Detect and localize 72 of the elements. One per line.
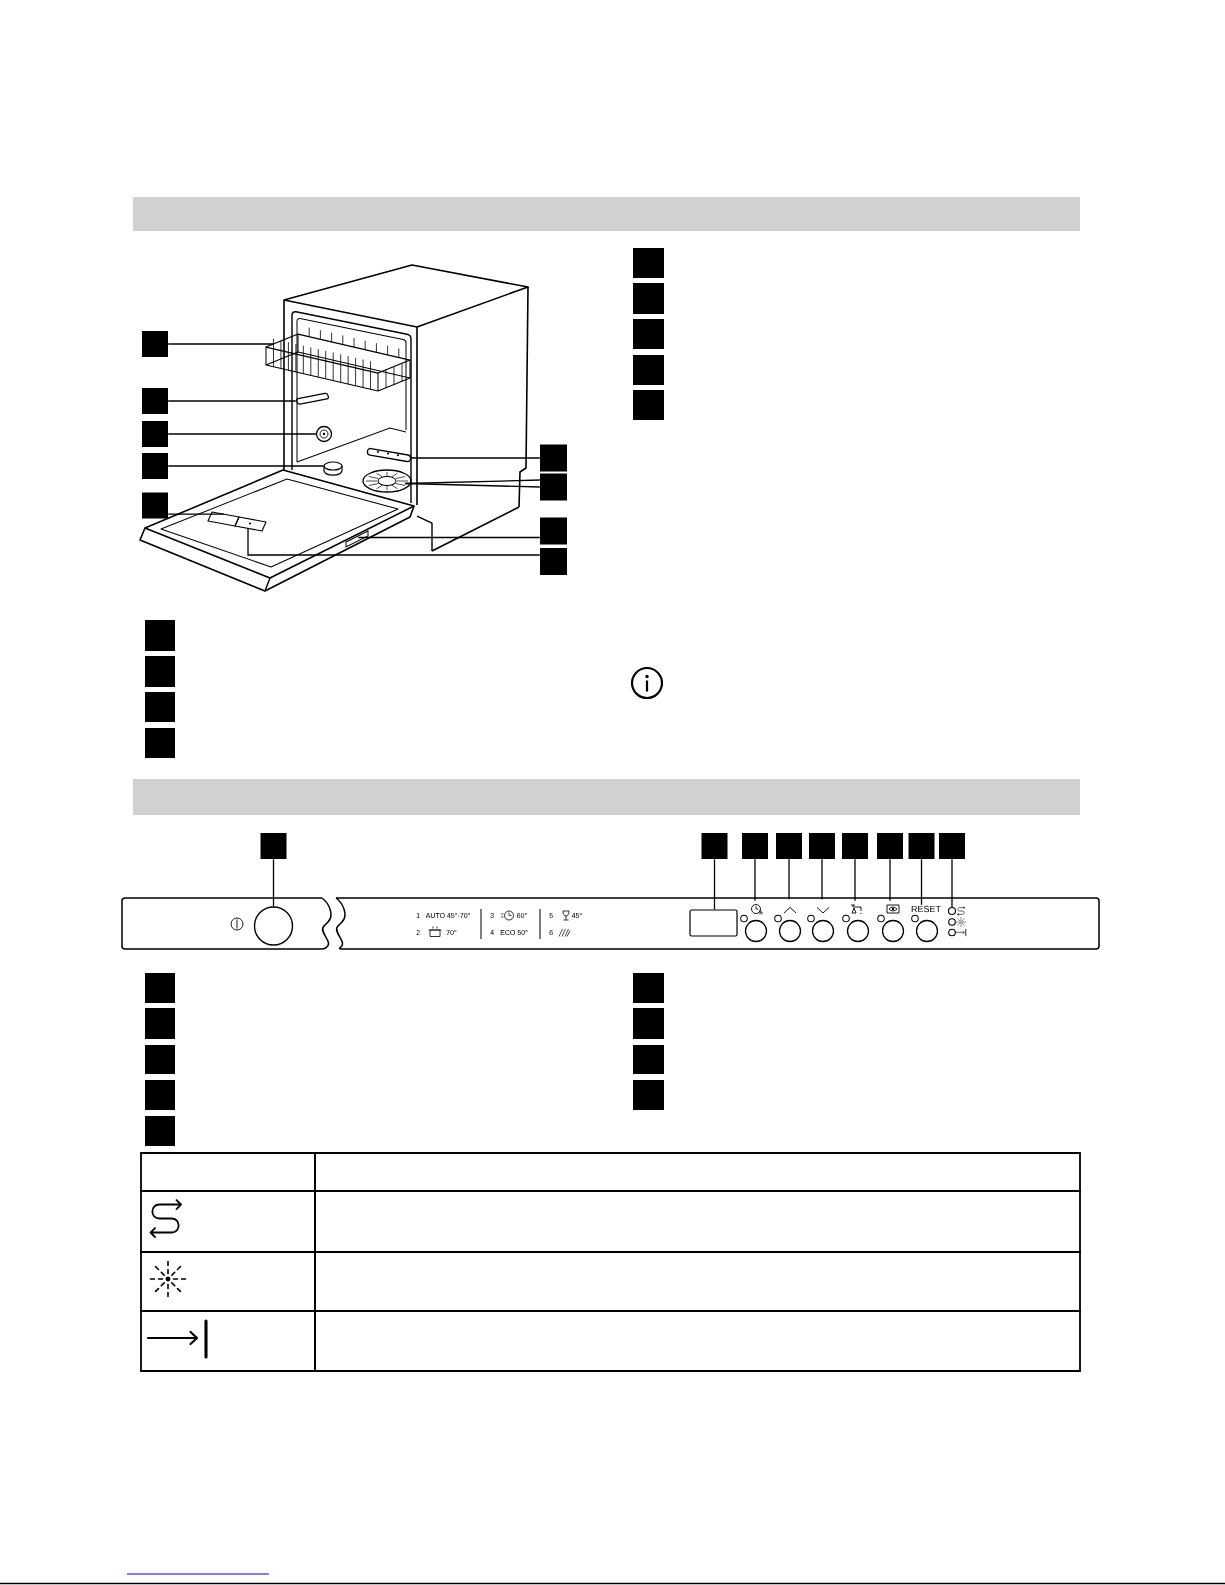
callout-box [908, 833, 935, 859]
callout-box [633, 248, 664, 278]
callout-box [142, 421, 168, 447]
leader-line [167, 343, 274, 345]
leader-line [247, 527, 541, 556]
tap-icon [850, 904, 862, 915]
callout-box [142, 492, 168, 519]
leader-line [404, 482, 541, 488]
leader-line [410, 457, 541, 459]
dispenser-compartment [234, 516, 267, 532]
callout-box [145, 1008, 175, 1039]
callout-box [809, 833, 835, 859]
callout-box [633, 355, 664, 385]
leader-line [854, 858, 856, 902]
leader-line [788, 858, 790, 900]
callout-box [540, 517, 567, 545]
leader-line [754, 858, 756, 902]
callout-box [145, 620, 175, 651]
display [689, 909, 738, 937]
callout-box [145, 656, 175, 687]
callout-box [145, 692, 175, 722]
eye-icon [886, 904, 900, 914]
leader-line [951, 858, 953, 908]
callout-box [633, 319, 664, 349]
spray-arm [295, 392, 330, 405]
leader-line [357, 536, 541, 539]
chevron-up-icon [783, 907, 797, 914]
leader-line [167, 513, 225, 515]
callout-box [142, 331, 168, 357]
salt-container-cap [323, 461, 343, 476]
callout-box [877, 833, 903, 859]
clock-icon [751, 904, 763, 915]
rotary-knob [253, 906, 294, 946]
callout-box [742, 833, 768, 859]
chevron-down-icon [816, 907, 830, 914]
callout-box [939, 833, 965, 859]
callout-box [633, 1045, 664, 1074]
callout-box [540, 444, 567, 472]
callout-box [633, 390, 664, 420]
callout-box [145, 728, 175, 758]
callout-box [145, 1116, 175, 1146]
callout-box [145, 1045, 175, 1074]
rating-plate [345, 530, 369, 548]
callout-box [260, 833, 287, 859]
leader-line [167, 400, 297, 402]
leader-line [889, 858, 891, 902]
callout-box [145, 1080, 175, 1110]
filter [362, 469, 412, 493]
callout-box [540, 548, 567, 575]
spray-nozzle [315, 425, 333, 443]
indicator-light [947, 906, 957, 916]
callout-box [701, 833, 728, 859]
callout-box [142, 388, 168, 414]
button-label: RESET [911, 905, 941, 913]
leader-line [272, 858, 275, 907]
callout-box [842, 833, 868, 859]
dispenser-compartment [207, 511, 240, 527]
leader-line [821, 858, 823, 900]
callout-box [633, 283, 664, 314]
callout-box [142, 453, 168, 479]
leader-line [167, 433, 317, 435]
callout-box [633, 973, 664, 1003]
callout-box [776, 833, 802, 859]
callout-box [633, 1008, 664, 1039]
upper-basket [265, 327, 411, 392]
callout-box [540, 473, 567, 501]
leader-line [713, 858, 716, 911]
leader-line [167, 465, 325, 467]
callout-box [633, 1080, 664, 1110]
spray-arm [366, 447, 412, 463]
callout-box [145, 973, 175, 1003]
leader-line [920, 858, 923, 906]
